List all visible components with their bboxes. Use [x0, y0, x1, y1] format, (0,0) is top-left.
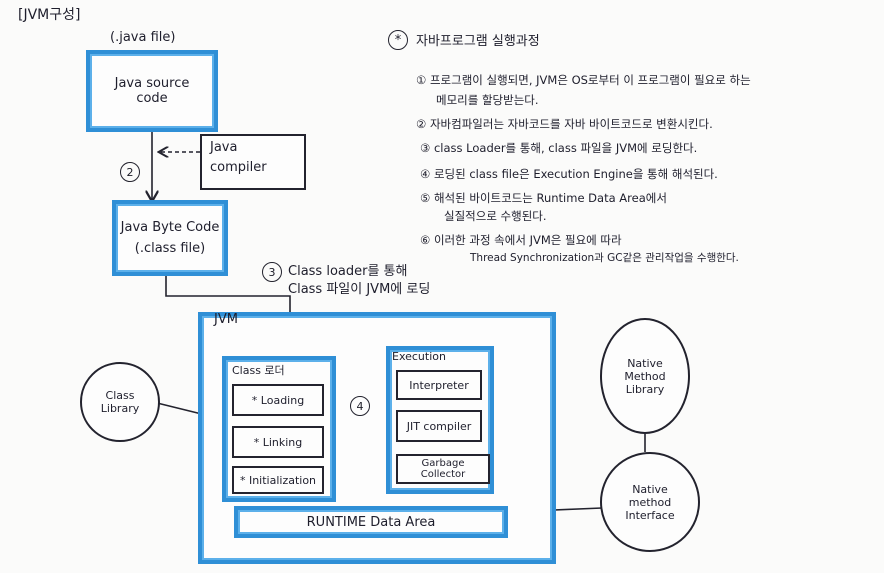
jit-compiler-box: JIT compiler	[396, 410, 482, 442]
note-4: ④ 로딩된 class file은 Execution Engine을 통해 해…	[420, 167, 718, 181]
step-3-badge: 3	[262, 262, 282, 282]
note-1: ① 프로그램이 실행되면, JVM은 OS로부터 이 프로그램이 필요로 하는	[416, 73, 751, 87]
note-3: ③ class Loader를 통해, class 파일을 JVM에 로딩한다.	[420, 141, 698, 155]
note-5-cont: 실질적으로 수행된다.	[444, 209, 547, 223]
native-method-interface-circle: Native method Interface	[600, 452, 700, 552]
native-if-line1: Native	[632, 482, 668, 496]
java-source-line1: Java source	[114, 76, 190, 91]
initialization-label: * Initialization	[239, 473, 317, 487]
linking-label: * Linking	[253, 435, 303, 449]
step3-line2: Class 파일이 JVM에 로딩	[288, 282, 431, 297]
native-method-library-circle: Native Method Library	[600, 318, 690, 434]
loading-label: * Loading	[251, 393, 305, 407]
class-library-line1: Class	[105, 389, 135, 402]
note-5: ⑤ 해석된 바이트코드는 Runtime Data Area에서	[420, 191, 667, 205]
class-library-line2: Library	[100, 402, 140, 415]
note-1-cont: 메모리를 할당받는다.	[436, 93, 539, 107]
runtime-data-area-box: RUNTIME Data Area	[234, 506, 508, 538]
linking-step: * Linking	[232, 426, 324, 458]
page-heading: [JVM구성]	[18, 7, 81, 23]
note-2: ② 자바컴파일러는 자바코드를 자바 바이트코드로 변환시킨다.	[416, 117, 713, 131]
class-library-circle: Class Library	[80, 362, 160, 442]
step-4-badge: 4	[350, 396, 370, 416]
note-6-cont: Thread Synchronization과 GC같은 관리작업을 수행한다.	[470, 252, 739, 264]
jit-compiler-label: JIT compiler	[406, 419, 472, 433]
garbage-collector-label: Garbage Collector	[420, 458, 466, 480]
java-file-caption: (.java file)	[110, 30, 176, 45]
native-lib-line3: Library	[625, 382, 665, 396]
runtime-data-area-label: RUNTIME Data Area	[306, 514, 436, 530]
java-source-line2: code	[136, 91, 168, 106]
compiler-line1: Java	[210, 140, 238, 155]
java-source-box: Java source code	[86, 50, 218, 132]
native-lib-line2: Method	[624, 369, 666, 383]
notes-title-marker: *	[388, 30, 408, 50]
native-if-line3: Interface	[625, 508, 675, 522]
garbage-collector-box: Garbage Collector	[396, 454, 490, 484]
step-2-badge: 2	[120, 162, 140, 182]
note-6: ⑥ 이러한 과정 속에서 JVM은 필요에 따라	[420, 233, 622, 247]
java-compiler-box: Java compiler	[200, 134, 306, 190]
interpreter-box: Interpreter	[396, 370, 482, 400]
bytecode-line2: (.class file)	[134, 241, 206, 256]
interpreter-label: Interpreter	[409, 378, 469, 392]
execution-title: Execution	[392, 350, 446, 363]
class-loader-title: Class 로더	[232, 364, 285, 377]
notes-title: 자바프로그램 실행과정	[416, 34, 540, 49]
bytecode-line1: Java Byte Code	[120, 220, 220, 235]
initialization-step: * Initialization	[232, 466, 324, 494]
step3-line1: Class loader를 통해	[288, 264, 408, 279]
jvm-label: JVM	[214, 312, 238, 327]
native-if-line2: method	[628, 495, 672, 509]
loading-step: * Loading	[232, 384, 324, 416]
java-bytecode-box: Java Byte Code (.class file)	[112, 200, 228, 276]
native-lib-line1: Native	[627, 356, 663, 370]
compiler-line2: compiler	[210, 160, 267, 175]
